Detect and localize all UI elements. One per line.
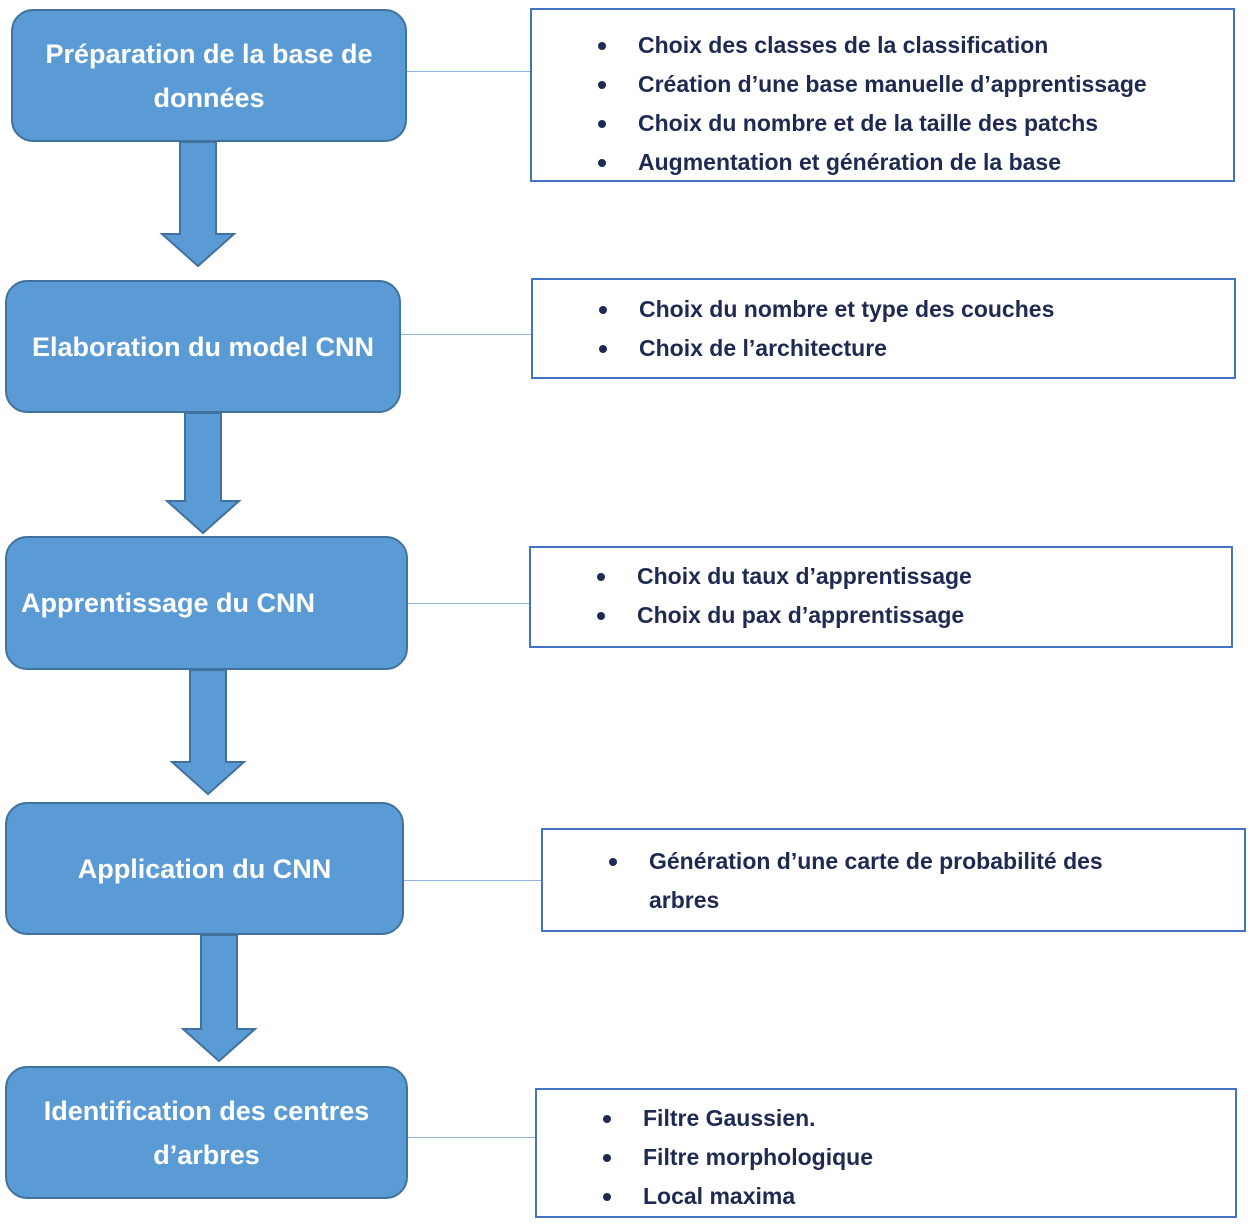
step-4-details: Génération d’une carte de probabilité de… — [541, 828, 1246, 932]
step-5-details: Filtre Gaussien. Filtre morphologique Lo… — [535, 1088, 1237, 1218]
step-1-details: Choix des classes de la classification C… — [530, 8, 1235, 182]
detail-item: Choix des classes de la classification — [532, 26, 1233, 65]
detail-item: Choix du taux d’apprentissage — [531, 557, 1231, 596]
step-4-label: Application du CNN — [77, 853, 332, 884]
detail-item: Choix du nombre et de la taille des patc… — [532, 104, 1233, 143]
step-3-label: Apprentissage du CNN — [21, 588, 316, 618]
detail-item: Création d’une base manuelle d’apprentis… — [532, 65, 1233, 104]
detail-item: Choix de l’architecture — [533, 329, 1234, 368]
detail-item: Filtre Gaussien. — [537, 1099, 1235, 1138]
arrow-down-2 — [164, 412, 242, 535]
connector-1 — [407, 71, 531, 72]
arrow-down-3 — [169, 669, 247, 796]
arrow-down-1 — [159, 141, 237, 268]
detail-item: Génération d’une carte de probabilité de… — [543, 842, 1159, 920]
connector-4 — [404, 880, 542, 881]
connector-5 — [408, 1137, 536, 1138]
step-2-label: Elaboration du model CNN — [31, 331, 374, 362]
detail-item: Filtre morphologique — [537, 1138, 1235, 1177]
detail-item: Augmentation et génération de la base — [532, 143, 1233, 182]
step-1-box: Préparation de la base de données — [11, 9, 407, 142]
detail-item: Choix du pax d’apprentissage — [531, 596, 1231, 635]
step-3-box: Apprentissage du CNN — [5, 536, 408, 670]
step-4-box: Application du CNN — [5, 802, 404, 935]
detail-item: Choix du nombre et type des couches — [533, 290, 1234, 329]
connector-3 — [408, 603, 530, 604]
detail-item: Local maxima — [537, 1177, 1235, 1216]
step-3-details: Choix du taux d’apprentissage Choix du p… — [529, 546, 1233, 648]
connector-2 — [401, 334, 532, 335]
step-5-label: Identification des centres d’arbres — [43, 1095, 370, 1170]
step-5-box: Identification des centres d’arbres — [5, 1066, 408, 1199]
step-2-details: Choix du nombre et type des couches Choi… — [531, 278, 1236, 379]
step-1-label: Préparation de la base de données — [45, 38, 373, 113]
arrow-down-4 — [180, 934, 258, 1063]
step-2-box: Elaboration du model CNN — [5, 280, 401, 413]
